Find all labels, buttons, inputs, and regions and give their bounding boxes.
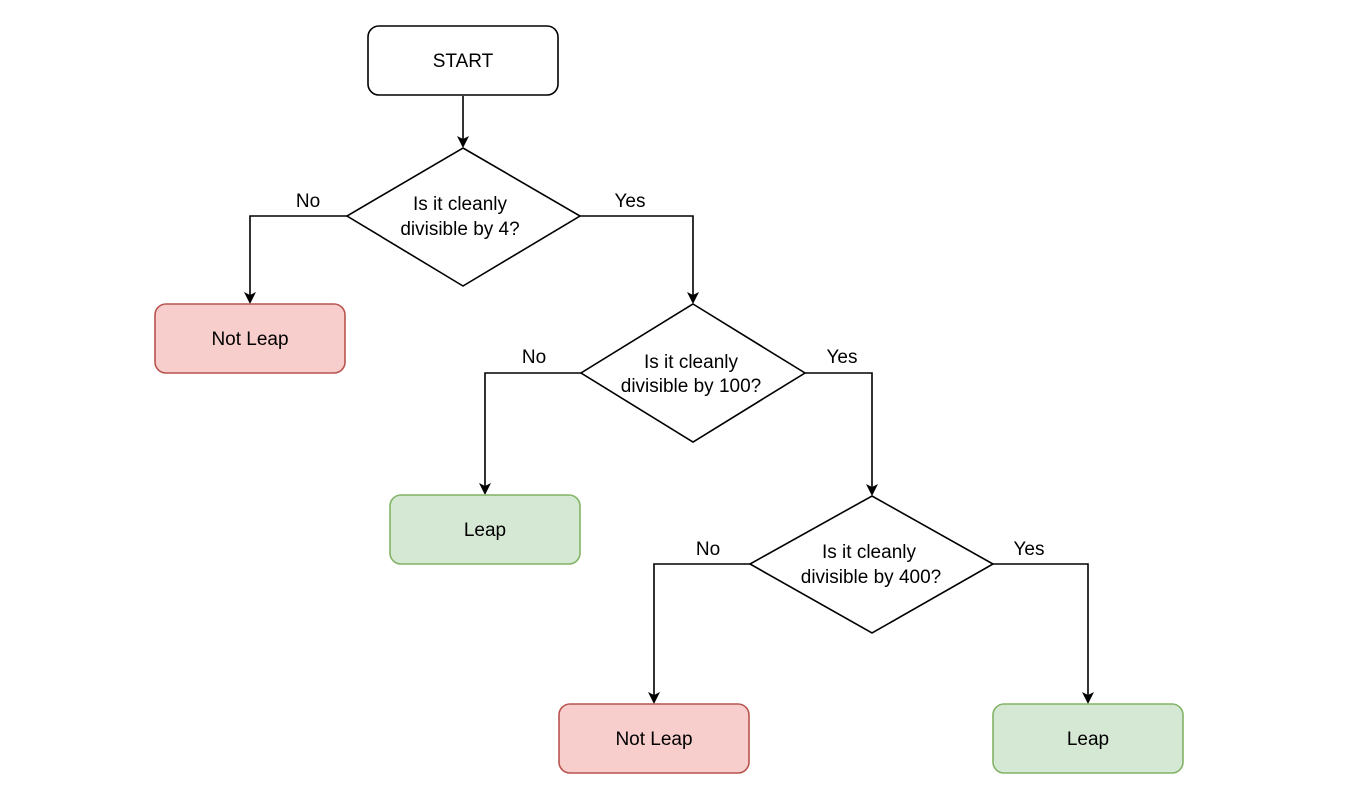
connectors: [244, 96, 1094, 704]
label-d400-yes: Yes: [1014, 539, 1045, 560]
result-not-leap-node: Not Leap: [154, 303, 346, 374]
label-d4-yes: Yes: [615, 191, 646, 212]
label-d100-no: No: [522, 347, 546, 368]
result-not-leap-bottom-label: Not Leap: [615, 729, 692, 750]
edge-labels: No Yes No Yes No Yes: [296, 191, 1045, 560]
decision-4-line1: Is it cleanly: [413, 194, 507, 215]
decision-divisible-by-4: Is it cleanly divisible by 4?: [345, 147, 582, 287]
edge-d100-no: [479, 372, 581, 495]
decision-400-line2: divisible by 400?: [801, 567, 941, 588]
decision-100-line1: Is it cleanly: [644, 352, 738, 373]
result-leap-node: Leap: [389, 494, 581, 565]
edge-d4-yes: [580, 215, 699, 304]
label-d400-no: No: [696, 539, 720, 560]
decision-divisible-by-400: Is it cleanly divisible by 400?: [748, 495, 995, 634]
result-leap-label: Leap: [464, 520, 506, 541]
edge-d400-no: [648, 563, 750, 704]
label-d4-no: No: [296, 191, 320, 212]
decision-400-line1: Is it cleanly: [822, 542, 916, 563]
result-not-leap-label: Not Leap: [211, 329, 288, 350]
edge-d4-no: [244, 215, 347, 304]
result-leap-node-bottom: Leap: [992, 703, 1184, 774]
edge-d100-yes: [805, 372, 878, 496]
label-d100-yes: Yes: [827, 347, 858, 368]
start-node: START: [367, 25, 559, 96]
decision-4-line2: divisible by 4?: [400, 219, 519, 240]
start-label: START: [433, 51, 494, 72]
result-leap-bottom-label: Leap: [1067, 729, 1109, 750]
decision-100-line2: divisible by 100?: [621, 376, 761, 397]
decision-divisible-by-100: Is it cleanly divisible by 100?: [579, 303, 807, 443]
result-not-leap-node-bottom: Not Leap: [558, 703, 750, 774]
edge-d400-yes: [993, 563, 1094, 704]
